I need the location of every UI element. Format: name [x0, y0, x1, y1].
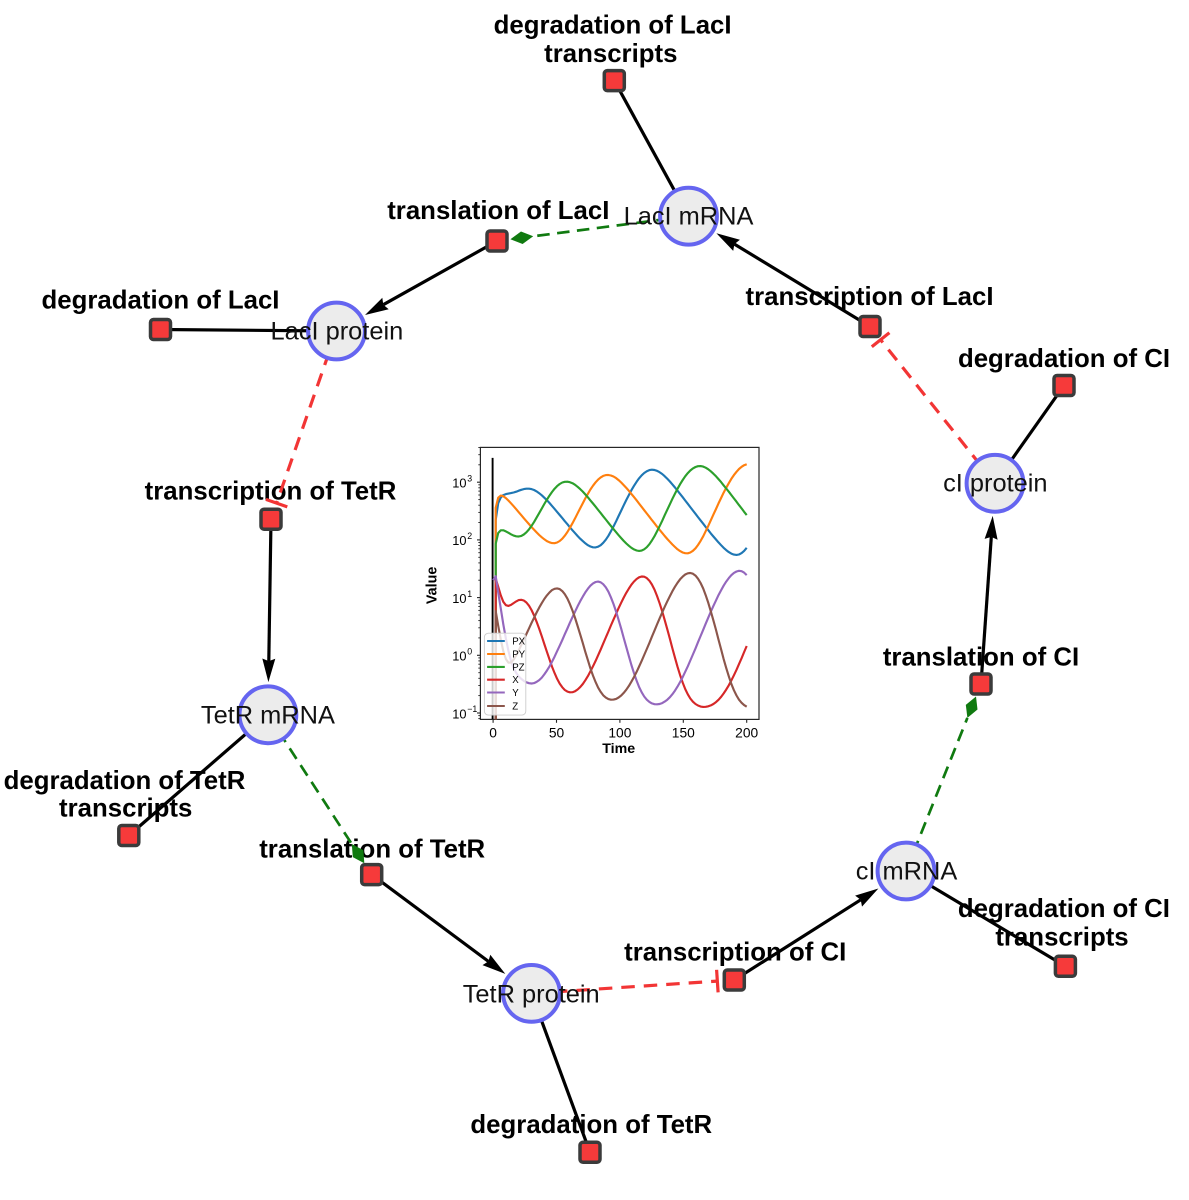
svg-text:LacI mRNA: LacI mRNA [624, 202, 754, 230]
svg-text:10: 10 [452, 706, 466, 721]
svg-text:0: 0 [489, 725, 497, 740]
svg-text:PZ: PZ [512, 662, 524, 673]
svg-text:Y: Y [512, 688, 519, 699]
svg-text:50: 50 [549, 725, 565, 740]
svg-text:degradation of CI: degradation of CI [958, 895, 1170, 923]
svg-text:Time: Time [602, 741, 635, 757]
svg-text:PX: PX [512, 637, 525, 648]
svg-text:PY: PY [512, 650, 525, 661]
svg-text:Value: Value [425, 567, 441, 604]
svg-text:degradation of LacI: degradation of LacI [42, 287, 280, 315]
svg-text:transcription of LacI: transcription of LacI [746, 283, 994, 311]
svg-text:TetR mRNA: TetR mRNA [201, 702, 335, 730]
svg-text:LacI protein: LacI protein [271, 318, 404, 346]
svg-text:translation of LacI: translation of LacI [387, 197, 609, 225]
svg-text:X: X [512, 675, 519, 686]
svg-text:10: 10 [452, 591, 466, 606]
svg-text:150: 150 [672, 725, 695, 740]
svg-text:2: 2 [467, 531, 472, 541]
svg-text:cI protein: cI protein [943, 470, 1047, 498]
svg-text:degradation of TetR: degradation of TetR [4, 767, 246, 795]
svg-text:10: 10 [452, 476, 466, 491]
svg-text:Z: Z [512, 702, 518, 713]
svg-text:200: 200 [735, 725, 758, 740]
svg-text:3: 3 [467, 473, 472, 483]
svg-text:degradation of LacI: degradation of LacI [494, 11, 732, 39]
svg-text:transcripts: transcripts [544, 40, 677, 68]
svg-text:10: 10 [452, 533, 466, 548]
svg-text:TetR protein: TetR protein [463, 981, 600, 1009]
svg-text:1: 1 [467, 589, 472, 599]
svg-text:translation of TetR: translation of TetR [259, 835, 485, 863]
svg-text:degradation of TetR: degradation of TetR [470, 1111, 712, 1139]
svg-text:10: 10 [452, 649, 466, 664]
svg-text:cI mRNA: cI mRNA [856, 857, 958, 885]
svg-text:transcription of CI: transcription of CI [624, 939, 846, 967]
svg-text:100: 100 [608, 725, 631, 740]
svg-text:degradation of CI: degradation of CI [958, 345, 1170, 373]
svg-text:−1: −1 [467, 704, 477, 714]
svg-text:0: 0 [467, 647, 472, 657]
